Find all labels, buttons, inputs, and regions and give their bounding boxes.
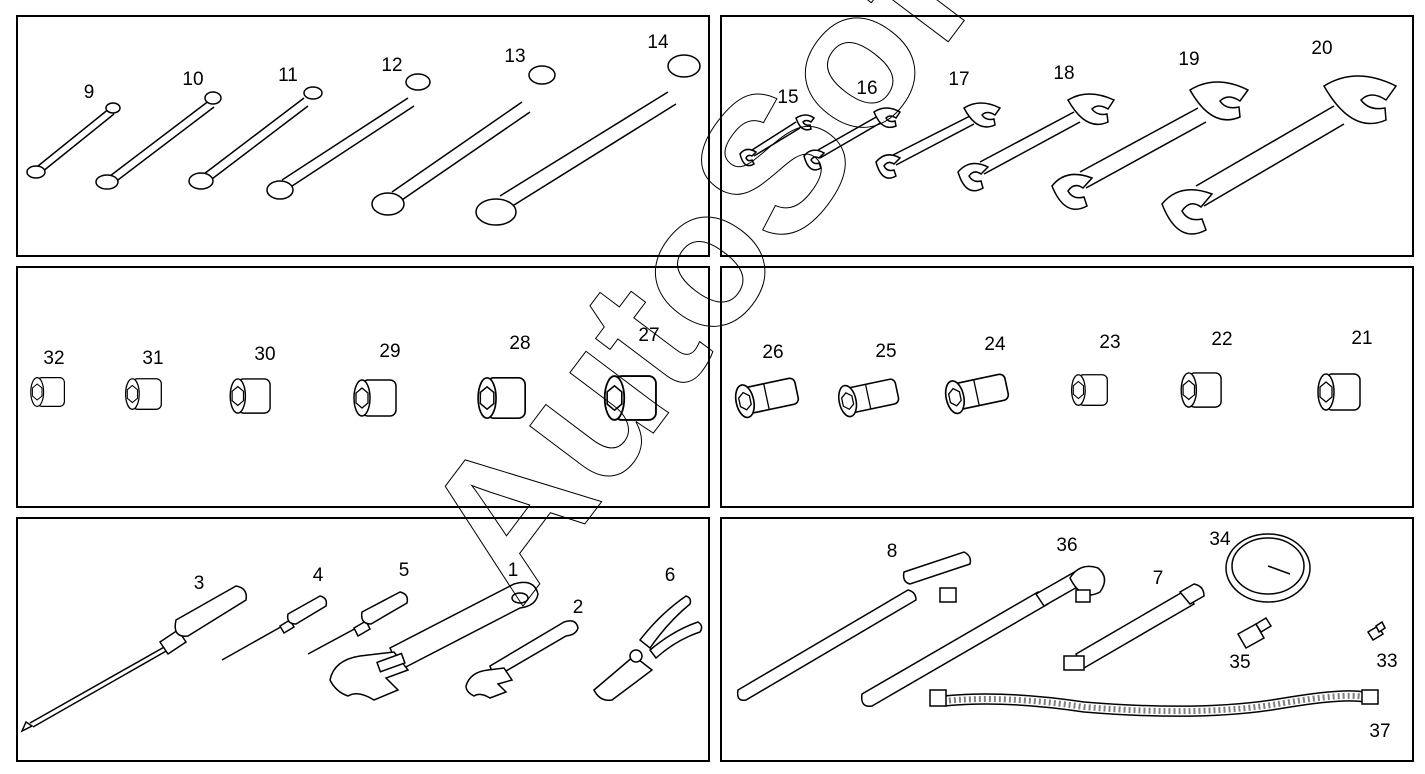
label-4: 4 (312, 565, 324, 586)
label-2: 2 (572, 597, 584, 618)
adapter-33 (1366, 620, 1386, 642)
label-17: 17 (948, 69, 970, 90)
label-37: 37 (1369, 721, 1391, 742)
label-29: 29 (379, 341, 401, 362)
socket-31 (124, 378, 162, 410)
socket-24 (942, 369, 1011, 416)
label-10: 10 (182, 69, 204, 90)
adapter-35 (1236, 616, 1273, 650)
label-16: 16 (856, 78, 878, 99)
label-13: 13 (504, 46, 526, 67)
screwdriver-4 (221, 595, 328, 661)
panel-hand-tools (16, 517, 710, 762)
ring-wrench-13 (371, 65, 556, 216)
t-handle-8 (736, 551, 972, 702)
ring-wrench-12 (266, 73, 431, 200)
label-23: 23 (1099, 332, 1121, 353)
label-27: 27 (638, 325, 660, 346)
label-5: 5 (398, 560, 410, 581)
label-31: 31 (142, 348, 164, 369)
screwdriver-5 (307, 591, 409, 655)
open-wrench-19 (1051, 81, 1250, 210)
ring-wrench-9 (26, 102, 121, 179)
ring-wrench-14 (475, 54, 701, 226)
label-9: 9 (83, 82, 95, 103)
label-12: 12 (381, 55, 403, 76)
label-3: 3 (193, 573, 205, 594)
panel-ring-wrenches (16, 15, 710, 257)
ratchet-36 (860, 565, 1106, 707)
label-22: 22 (1211, 329, 1233, 350)
label-28: 28 (509, 333, 531, 354)
socket-23 (1070, 374, 1108, 406)
label-34: 34 (1209, 529, 1231, 550)
open-wrench-15 (739, 114, 816, 167)
label-7: 7 (1152, 568, 1164, 589)
label-26: 26 (762, 342, 784, 363)
label-32: 32 (43, 348, 65, 369)
socket-21 (1317, 373, 1361, 411)
pliers-6 (593, 595, 703, 702)
panel-sockets-right (720, 266, 1414, 508)
label-33: 33 (1376, 651, 1398, 672)
socket-22 (1180, 372, 1222, 408)
label-8: 8 (886, 541, 898, 562)
label-18: 18 (1053, 63, 1075, 84)
label-24: 24 (984, 334, 1006, 355)
ring-wrench-10 (95, 91, 222, 190)
label-20: 20 (1311, 38, 1333, 59)
panel-open-wrenches (720, 15, 1414, 257)
socket-32 (30, 377, 66, 407)
label-30: 30 (254, 344, 276, 365)
label-36: 36 (1056, 535, 1078, 556)
socket-28 (477, 376, 526, 420)
open-wrench-17 (875, 102, 1002, 179)
label-21: 21 (1351, 328, 1373, 349)
screwdriver-3 (20, 585, 248, 733)
extension-bar-7 (1063, 583, 1205, 671)
label-19: 19 (1178, 49, 1200, 70)
pressure-gauge-34 (1225, 533, 1311, 603)
socket-25 (835, 374, 901, 419)
socket-29 (353, 379, 397, 417)
label-14: 14 (647, 32, 669, 53)
open-wrench-16 (803, 107, 902, 171)
flexible-hose-37 (929, 689, 1379, 717)
socket-27 (603, 375, 657, 421)
label-35: 35 (1229, 652, 1251, 673)
ring-wrench-11 (188, 86, 323, 190)
label-25: 25 (875, 341, 897, 362)
socket-26 (732, 373, 801, 420)
adjustable-wrench-1 (329, 581, 539, 701)
adjustable-wrench-2 (465, 620, 579, 699)
open-wrench-18 (957, 93, 1116, 192)
socket-30 (229, 378, 271, 414)
label-15: 15 (777, 87, 799, 108)
label-6: 6 (664, 565, 676, 586)
open-wrench-20 (1161, 75, 1398, 235)
label-1: 1 (507, 560, 519, 581)
label-11: 11 (278, 65, 298, 86)
